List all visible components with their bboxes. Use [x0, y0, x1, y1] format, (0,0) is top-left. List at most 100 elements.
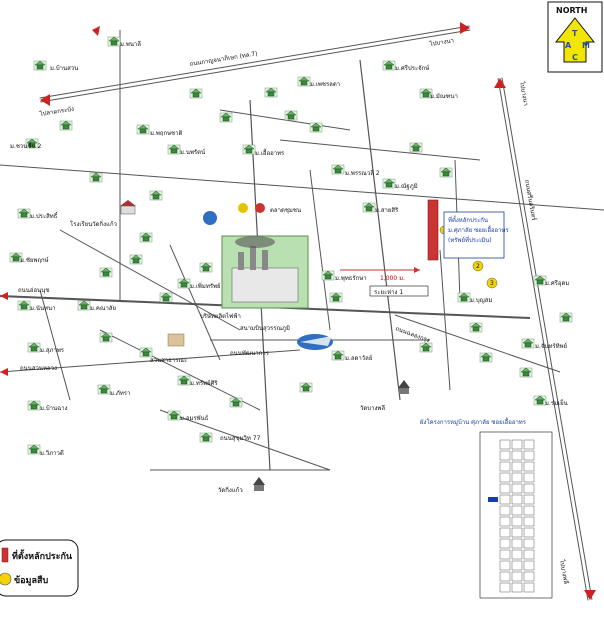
- info-markers: 2 3: [472, 260, 498, 289]
- plot-cell: [523, 450, 535, 461]
- svg-text:3: 3: [490, 280, 494, 287]
- plot-cell: [511, 516, 523, 527]
- legend-item-2: ข้อมูลสืบ: [14, 574, 48, 586]
- road-label-chalong-krung: ถนนฉลองกรุง: [394, 325, 430, 344]
- factory-illustration: [221, 235, 309, 309]
- house-icon: [136, 124, 150, 135]
- house-icon: [242, 144, 256, 155]
- house-icon: [139, 347, 153, 358]
- village-label: ม.จันทร์ทิพย์: [535, 342, 567, 350]
- plot-cell: [523, 472, 535, 483]
- house-icon: [284, 110, 298, 121]
- village-label: ม.มัณฑนา: [430, 93, 458, 100]
- village-label: ม.พนาลี: [120, 40, 141, 48]
- house-icon: [469, 322, 483, 333]
- market-label: ตลาดชุมชน: [270, 207, 301, 214]
- compass-north-label: NORTH: [556, 6, 587, 15]
- village-label: ม.บุญสม: [470, 297, 492, 304]
- legend-item-1: ที่ตั้งหลักประกัน: [12, 549, 73, 562]
- plot-cell: [499, 538, 511, 549]
- north-arrow-icon: [554, 17, 596, 63]
- house-icon: [17, 208, 31, 219]
- plot-cell: [511, 582, 523, 593]
- road-label-sukhumvit-77: ถนนสุขุมวิท 77: [220, 435, 261, 442]
- village-label: ม.ประสิทธิ์: [30, 211, 59, 220]
- village-label: ม.ลดาวัลย์: [345, 354, 372, 362]
- village-label: ม.ชวนชื่น 2: [10, 142, 41, 150]
- plot-cell: [499, 516, 511, 527]
- plot-cell: [523, 560, 535, 571]
- house-icon: [177, 278, 191, 289]
- house-icon: [479, 352, 493, 363]
- village-label: ม.ณัฐภูมิ: [395, 183, 418, 190]
- plot-cell: [499, 549, 511, 560]
- road-label-ladkrabang: ไปลาดกระบัง: [38, 105, 74, 118]
- plot-cell: [499, 505, 511, 516]
- plot-cell: [499, 483, 511, 494]
- plot-cell: [523, 439, 535, 450]
- house-icon: [27, 444, 41, 455]
- lake-label: สวนสาธารณะ: [150, 357, 187, 364]
- distance-label: 1,000 ม.: [380, 275, 405, 282]
- road-label-bangphli: ไปบางพลี: [558, 558, 570, 585]
- site-plan-inset: ผังโครงการหมู่บ้าน ศุภาลัย ซอยเอื้ออาทร: [420, 416, 553, 599]
- house-icon: [419, 88, 433, 99]
- site-plan-title: ผังโครงการหมู่บ้าน ศุภาลัย ซอยเอื้ออาทร: [420, 416, 527, 426]
- subject-plot-marker: [488, 497, 498, 502]
- plot-cell: [511, 571, 523, 582]
- compass-t: T: [572, 29, 578, 38]
- road-arrows: [0, 22, 596, 600]
- village-label: ม.เอื้ออาทร: [255, 147, 285, 157]
- house-icon: [439, 167, 453, 178]
- plot-cell: [499, 582, 511, 593]
- road-label-bangna-right: ไปบางนา: [518, 80, 530, 106]
- compass-m: M: [582, 41, 590, 50]
- house-icon: [167, 144, 181, 155]
- village-label: ม.บ้านสวน: [50, 65, 78, 72]
- village-label: ม.เพชรลดา: [310, 81, 340, 88]
- house-icon: [107, 36, 121, 47]
- temple-icon: [398, 380, 410, 394]
- house-icon: [229, 397, 243, 408]
- temple-label: วัดบางพลี: [360, 404, 385, 412]
- lake-icon: [167, 333, 185, 347]
- school-icon: [120, 200, 136, 215]
- plot-cell: [511, 560, 523, 571]
- house-icon: [149, 190, 163, 201]
- village-label: ม.พฤกษชาติ: [150, 130, 182, 137]
- house-icon: [299, 382, 313, 393]
- plot-cell: [523, 483, 535, 494]
- plot-cell: [511, 505, 523, 516]
- house-icon: [177, 375, 191, 386]
- village-label: ม.ศรีประจักษ์: [395, 64, 429, 72]
- house-icon: [189, 88, 203, 99]
- house-icon: [33, 60, 47, 71]
- subject-detail: ม.ศุภาลัย ซอยเอื้ออาทร: [448, 224, 509, 234]
- house-icon: [17, 300, 31, 311]
- subject-label: ที่ตั้งหลักประกัน: [448, 214, 488, 224]
- plot-cell: [511, 450, 523, 461]
- house-icon: [99, 267, 113, 278]
- compass-c: C: [572, 53, 578, 62]
- plot-cell: [511, 527, 523, 538]
- road-label-on-nut: ถนนอ่อนนุช: [18, 287, 49, 294]
- plot-cell: [499, 494, 511, 505]
- house-icon: [129, 254, 143, 265]
- house-icon: [99, 332, 113, 343]
- legend-subject-icon: [1, 547, 9, 563]
- plot-cell: [523, 549, 535, 560]
- house-icon: [89, 172, 103, 183]
- house-icon: [321, 270, 335, 281]
- plot-cell: [499, 461, 511, 472]
- house-icon: [521, 338, 535, 349]
- school-label: โรงเรียนวัดกิ่งแก้ว: [70, 220, 117, 228]
- factory-label: บริษัทผลิตไฟฟ้า: [200, 312, 241, 320]
- house-icon: [59, 120, 73, 131]
- road-label-suan-luang: ถนนสวนหลวง: [20, 365, 57, 372]
- plot-cell: [499, 560, 511, 571]
- house-icon: [329, 292, 343, 303]
- house-icon: [27, 342, 41, 353]
- village-label: ม.ภัทรา: [110, 390, 130, 397]
- house-icon: [362, 202, 376, 213]
- village-label: ม.คณาลัย: [90, 305, 116, 312]
